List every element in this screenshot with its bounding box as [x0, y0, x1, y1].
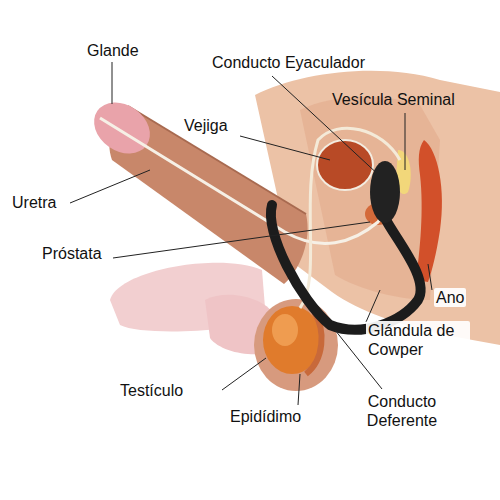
testicle-highlight — [272, 314, 298, 346]
device-bulb — [370, 161, 400, 223]
bladder-shape — [317, 140, 373, 190]
leader-line — [366, 290, 380, 322]
leader-line — [70, 170, 150, 203]
part-label: Vejiga — [182, 116, 230, 135]
part-label: Conducto Eyaculador — [210, 53, 367, 72]
part-label: Ano — [434, 288, 466, 307]
part-label: Testículo — [118, 381, 185, 400]
leader-line — [113, 222, 370, 258]
testicle-shape — [263, 306, 321, 374]
leader-line — [428, 264, 432, 290]
part-label: Conducto Deferente — [352, 392, 452, 430]
shaft-edge — [128, 106, 306, 214]
leader-line — [298, 374, 300, 405]
leader-line — [405, 113, 406, 170]
leader-line — [240, 136, 330, 160]
scrotum-shape — [254, 299, 338, 391]
part-label: Vesícula Seminal — [330, 90, 457, 109]
leader-line — [222, 358, 266, 390]
glans-shape — [84, 92, 160, 164]
rectum-shape — [416, 140, 442, 282]
part-label: Uretra — [10, 193, 58, 212]
part-label: Glándula de Cowper — [366, 321, 470, 359]
leader-line — [112, 62, 113, 104]
device-shape — [271, 205, 421, 330]
vas-deferens-line — [300, 128, 400, 308]
part-label: Glande — [85, 41, 141, 60]
part-label: Epidídimo — [228, 407, 303, 426]
part-label: Próstata — [40, 244, 104, 263]
